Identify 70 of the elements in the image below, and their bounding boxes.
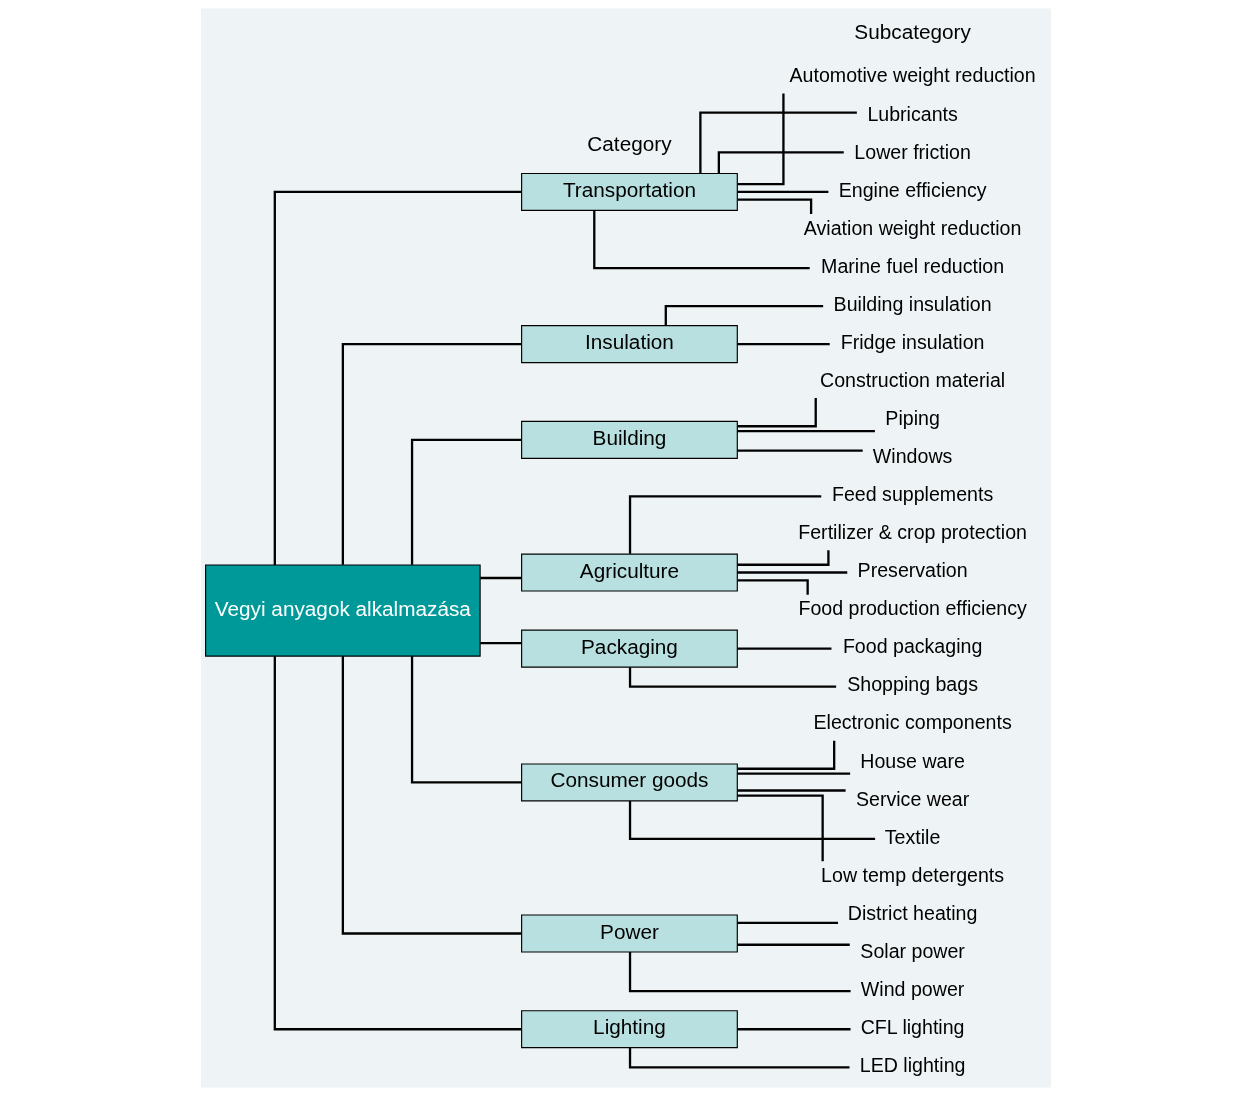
- connector: [737, 343, 830, 346]
- connector: [273, 190, 522, 565]
- connector: [737, 398, 817, 428]
- connector: [737, 550, 830, 566]
- label: Category: [587, 131, 672, 155]
- connector: [273, 656, 522, 1031]
- connector: [341, 343, 522, 565]
- connector: [341, 656, 522, 935]
- node-box: Power: [521, 914, 738, 953]
- connector: [737, 794, 824, 862]
- node-text: Fridge insulation: [840, 330, 985, 353]
- node-text: Lower friction: [854, 140, 971, 163]
- node-text: Building insulation: [833, 292, 992, 315]
- node-text: Fertilizer & crop protection: [798, 521, 1027, 544]
- connector: [737, 449, 863, 452]
- node-box: Lighting: [521, 1010, 738, 1049]
- node-box: Transportation: [521, 172, 738, 211]
- connector: [737, 772, 851, 775]
- connector: [410, 438, 522, 565]
- connector: [737, 921, 838, 924]
- node-box: Insulation: [521, 325, 738, 364]
- connector: [593, 210, 810, 270]
- node-text: Electronic components: [813, 711, 1012, 734]
- node-text: Food production efficiency: [798, 597, 1027, 620]
- node-box: Packaging: [521, 629, 738, 668]
- connector: [737, 943, 850, 946]
- connector: [737, 789, 846, 792]
- node-text: Shopping bags: [847, 673, 978, 696]
- node-text: Food packaging: [842, 635, 983, 658]
- node-text: House ware: [860, 749, 965, 772]
- connector: [699, 111, 857, 174]
- connector: [717, 151, 844, 174]
- node-box: Consumer goods: [521, 763, 738, 802]
- connector: [737, 740, 836, 770]
- node-text: LED lighting: [859, 1054, 966, 1077]
- connector: [480, 642, 522, 645]
- connector: [480, 576, 522, 580]
- node-text: District heating: [847, 901, 978, 924]
- node-text: Lubricants: [867, 102, 958, 125]
- node-text: Preservation: [857, 559, 968, 582]
- connector: [737, 93, 785, 186]
- node-text: Service wear: [855, 787, 970, 810]
- connector: [737, 579, 809, 595]
- connector: [628, 800, 876, 841]
- connector: [628, 952, 851, 993]
- label: Subcategory: [854, 19, 971, 43]
- node-box: Agriculture: [521, 553, 738, 592]
- connector: [737, 429, 875, 433]
- node-text: Construction material: [820, 368, 1006, 391]
- node-text: Textile: [884, 825, 941, 848]
- node-text: Piping: [885, 407, 940, 429]
- node-text: CFL lighting: [860, 1015, 965, 1038]
- connector: [628, 495, 822, 554]
- connector: [737, 198, 813, 215]
- node-text: Windows: [872, 445, 953, 468]
- connector: [410, 656, 522, 784]
- node-text: Aviation weight reduction: [803, 216, 1022, 239]
- node-text: Low temp detergents: [821, 863, 1005, 886]
- node-text: Automotive weight reduction: [789, 64, 1036, 87]
- node-text: Engine efficiency: [838, 178, 987, 201]
- connector: [737, 647, 832, 650]
- node-text: Solar power: [860, 939, 965, 962]
- node-box: Building: [521, 420, 738, 459]
- connector: [737, 1028, 851, 1031]
- node-text: Marine fuel reduction: [821, 254, 1005, 277]
- node-box: Vegyi anyagok alkalmazása: [205, 564, 481, 657]
- connector: [737, 571, 848, 574]
- node-text: Wind power: [860, 977, 965, 1000]
- node-text: Feed supplements: [832, 483, 994, 506]
- connector: [737, 190, 829, 194]
